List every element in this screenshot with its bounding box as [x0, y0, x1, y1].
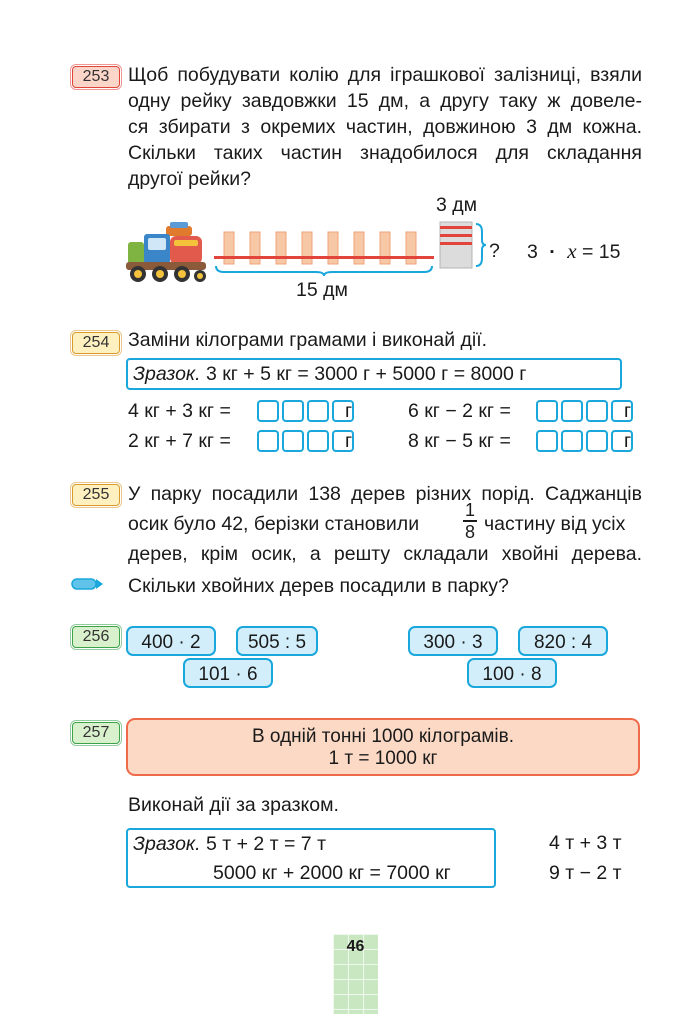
- expression-card: 300 · 3: [408, 626, 498, 656]
- answer-cell[interactable]: [332, 400, 354, 422]
- page-number: 46: [346, 938, 365, 955]
- answer-cell[interactable]: [282, 430, 304, 452]
- label-3-dm: 3 дм: [436, 194, 478, 216]
- equation-rhs: = 15: [581, 241, 621, 263]
- task-253-line: Скільки таких частин знадобилося для скл…: [128, 142, 642, 164]
- task-255-line: осик було 42, берізки становили: [128, 513, 420, 535]
- expression-card: 820 : 4: [518, 626, 608, 656]
- unit-label: г: [345, 430, 353, 452]
- task-number-badge: 256: [70, 624, 122, 650]
- task-number: 254: [82, 334, 110, 351]
- expression-card: 100 · 8: [467, 658, 557, 688]
- answer-cell[interactable]: [611, 400, 633, 422]
- answer-cells: [257, 400, 354, 422]
- fraction: 1 8: [462, 500, 478, 542]
- answer-cell[interactable]: [307, 400, 329, 422]
- sample-word: Зразок.: [133, 363, 201, 385]
- sample-text: 5 т + 2 т = 7 т: [205, 833, 326, 855]
- equation-coefficient: 3: [527, 241, 538, 263]
- answer-cell[interactable]: [332, 430, 354, 452]
- task-255-line: дерев, крім осик, а решту складали хвойн…: [128, 543, 642, 565]
- answer-cell[interactable]: [586, 400, 608, 422]
- task-253-line: другої рейки?: [128, 168, 251, 190]
- unit-label: г: [624, 400, 632, 422]
- expression: 8 кг − 5 кг =: [408, 430, 511, 452]
- expression: 4 кг + 3 кг =: [128, 400, 231, 422]
- answer-cell[interactable]: [282, 400, 304, 422]
- answer-cell[interactable]: [257, 400, 279, 422]
- task-number: 256: [82, 628, 110, 645]
- task-number-badge: 253: [70, 64, 122, 90]
- task-number: 255: [82, 486, 110, 503]
- task-number: 253: [82, 68, 110, 85]
- expression-card: 400 · 2: [126, 626, 216, 656]
- unit-label: г: [624, 430, 632, 452]
- task-expression: 4 т + 3 т: [549, 832, 622, 854]
- expression: 2 кг + 7 кг =: [128, 430, 231, 452]
- task-number: 257: [82, 724, 110, 741]
- answer-cell[interactable]: [561, 400, 583, 422]
- fraction-bar: [463, 520, 477, 522]
- task-257-instruction: Виконай дії за зразком.: [128, 794, 339, 816]
- answer-cells: [536, 430, 633, 452]
- task-255-question: Скільки хвойних дерев посадили в парку?: [128, 575, 509, 597]
- sample-line: 5000 кг + 2000 кг = 7000 кг: [213, 862, 451, 884]
- expression-card: 505 : 5: [236, 626, 318, 656]
- sample-text: 3 кг + 5 кг = 3000 г + 5000 г = 8000 г: [205, 363, 527, 385]
- rule-box: В одній тонні 1000 кілограмів. 1 т = 100…: [126, 718, 640, 776]
- answer-cell[interactable]: [536, 430, 558, 452]
- sample-box: [126, 828, 496, 888]
- page-number-tab: 46: [333, 934, 378, 1014]
- task-253-line: одну рейку завдовжки 15 дм, а другу таку…: [128, 90, 642, 112]
- answer-cell[interactable]: [561, 430, 583, 452]
- answer-cell[interactable]: [536, 400, 558, 422]
- expression: 6 кг − 2 кг =: [408, 400, 511, 422]
- rule-line: В одній тонні 1000 кілограмів.: [251, 726, 514, 747]
- sample-word: Зразок.: [133, 833, 201, 855]
- label-15-dm: 15 дм: [296, 279, 348, 301]
- multiply-sign: ·: [549, 241, 556, 263]
- expression-card: 101 · 6: [183, 658, 273, 688]
- answer-cell[interactable]: [586, 430, 608, 452]
- task-255-line: частину від усіх: [484, 513, 626, 535]
- task-253-line: ся збирати з окремих частин, довжиною 3 …: [128, 116, 642, 138]
- sample-line: Зразок. 5 т + 2 т = 7 т: [133, 831, 326, 857]
- toy-train-illustration: [126, 222, 206, 282]
- task-number-badge: 255: [70, 482, 122, 508]
- task-number-badge: 257: [70, 720, 122, 746]
- pencil-icon: [71, 578, 103, 590]
- answer-cells: [536, 400, 633, 422]
- answer-cell[interactable]: [307, 430, 329, 452]
- task-253-line: Щоб побудувати колію для іграшкової залі…: [128, 64, 642, 86]
- task-254-title: Заміни кілограми грамами і виконай дії.: [128, 329, 488, 351]
- equation: 3 · x = 15: [527, 238, 620, 265]
- equation-variable: x: [567, 239, 577, 263]
- task-number-badge: 254: [70, 330, 122, 356]
- rule-line: 1 т = 1000 кг: [328, 748, 438, 769]
- answer-cell[interactable]: [257, 430, 279, 452]
- fraction-numerator: 1: [464, 500, 475, 520]
- sample-line: Зразок. 3 кг + 5 кг = 3000 г + 5000 г = …: [133, 361, 526, 387]
- task-255-line: У парку посадили 138 дерев різних порід.…: [128, 483, 642, 505]
- task-expression: 9 т − 2 т: [549, 862, 622, 884]
- fraction-denominator: 8: [464, 521, 475, 542]
- answer-cell[interactable]: [611, 430, 633, 452]
- unit-label: г: [345, 400, 353, 422]
- short-rail-piece-illustration: [439, 221, 487, 269]
- sample-box: [126, 358, 622, 390]
- answer-cells: [257, 430, 354, 452]
- question-mark: ?: [489, 240, 500, 262]
- long-rail-illustration: [214, 231, 434, 276]
